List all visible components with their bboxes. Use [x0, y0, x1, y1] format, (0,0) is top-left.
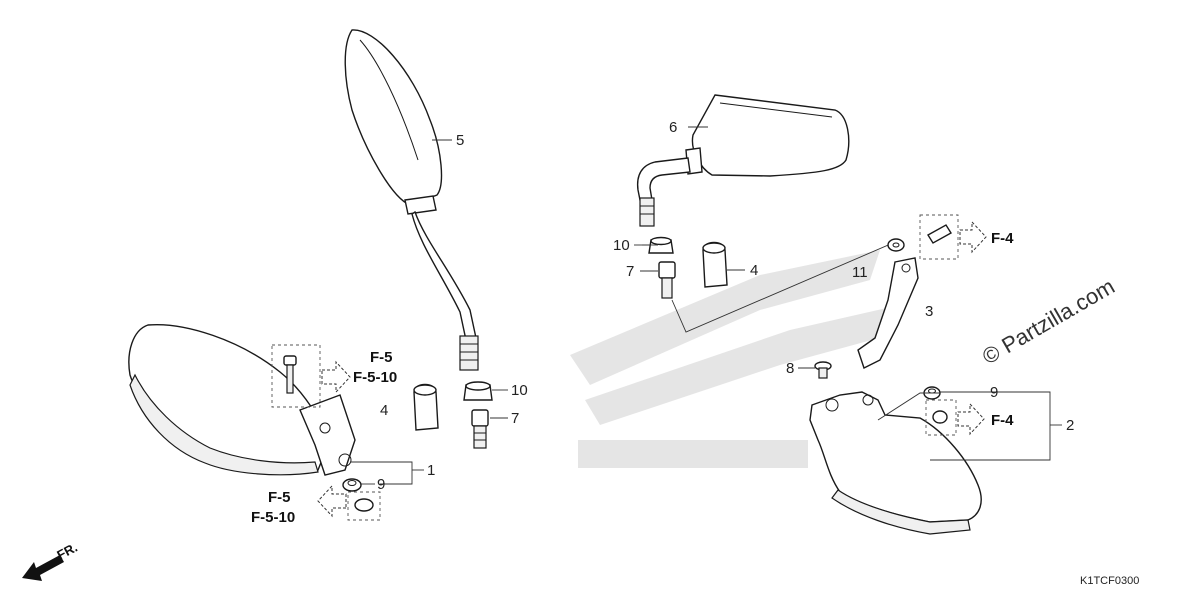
- callout-10-right: 10: [613, 237, 630, 254]
- callout-4-right: 4: [750, 262, 758, 279]
- left-upper-reference-box: [271, 344, 351, 408]
- callout-5: 5: [456, 132, 464, 149]
- ref-left-lower-2: F-5-10: [251, 509, 295, 526]
- left-cap-part-4: [413, 383, 439, 431]
- left-lower-reference-box: [317, 484, 381, 521]
- callout-7-right: 7: [626, 263, 634, 280]
- left-nut-part-10: [463, 381, 493, 401]
- ref-right-upper: F-4: [991, 230, 1014, 247]
- left-knuckle-guard-part-1: [128, 323, 356, 476]
- callout-9-left: 9: [377, 476, 385, 493]
- callout-3: 3: [925, 303, 933, 320]
- left-grommet-part-9: [342, 478, 362, 492]
- callout-2: 2: [1066, 417, 1074, 434]
- callout-1: 1: [427, 462, 435, 479]
- callout-6: 6: [669, 119, 677, 136]
- right-nut-part-10: [648, 236, 674, 254]
- left-mirror-part-5: [344, 29, 479, 371]
- ref-right-lower: F-4: [991, 412, 1014, 429]
- honda-logo-background: [570, 250, 900, 468]
- left-adapter-part-7: [471, 409, 489, 449]
- ref-left-upper-1: F-5: [370, 349, 393, 366]
- right-upper-reference-box: [919, 214, 987, 260]
- right-cap-part-4: [702, 241, 728, 288]
- right-adapter-part-7: [658, 261, 676, 299]
- callout-leaders: [350, 126, 1062, 485]
- bolt-part-8: [814, 361, 832, 379]
- front-arrow-icon: [22, 555, 64, 581]
- diagram-code: K1TCF0300: [1080, 575, 1139, 587]
- washer-part-11: [887, 238, 905, 252]
- right-assembly-leader: [671, 242, 894, 333]
- ref-left-lower-1: F-5: [268, 489, 291, 506]
- callout-9-right: 9: [990, 384, 998, 401]
- callout-7-left: 7: [511, 410, 519, 427]
- ref-left-upper-2: F-5-10: [353, 369, 397, 386]
- callout-8: 8: [786, 360, 794, 377]
- front-direction-indicator: FR.: [22, 540, 80, 581]
- callout-4-left: 4: [380, 402, 388, 419]
- watermark: © Partzilla.com: [978, 274, 1119, 370]
- stay-bracket-part-3: [857, 257, 919, 369]
- right-lower-reference-box: [925, 399, 985, 436]
- right-mirror-part-6: [636, 94, 850, 227]
- callout-10-left: 10: [511, 382, 528, 399]
- callout-11: 11: [852, 264, 868, 281]
- right-knuckle-guard-part-2: [809, 391, 982, 535]
